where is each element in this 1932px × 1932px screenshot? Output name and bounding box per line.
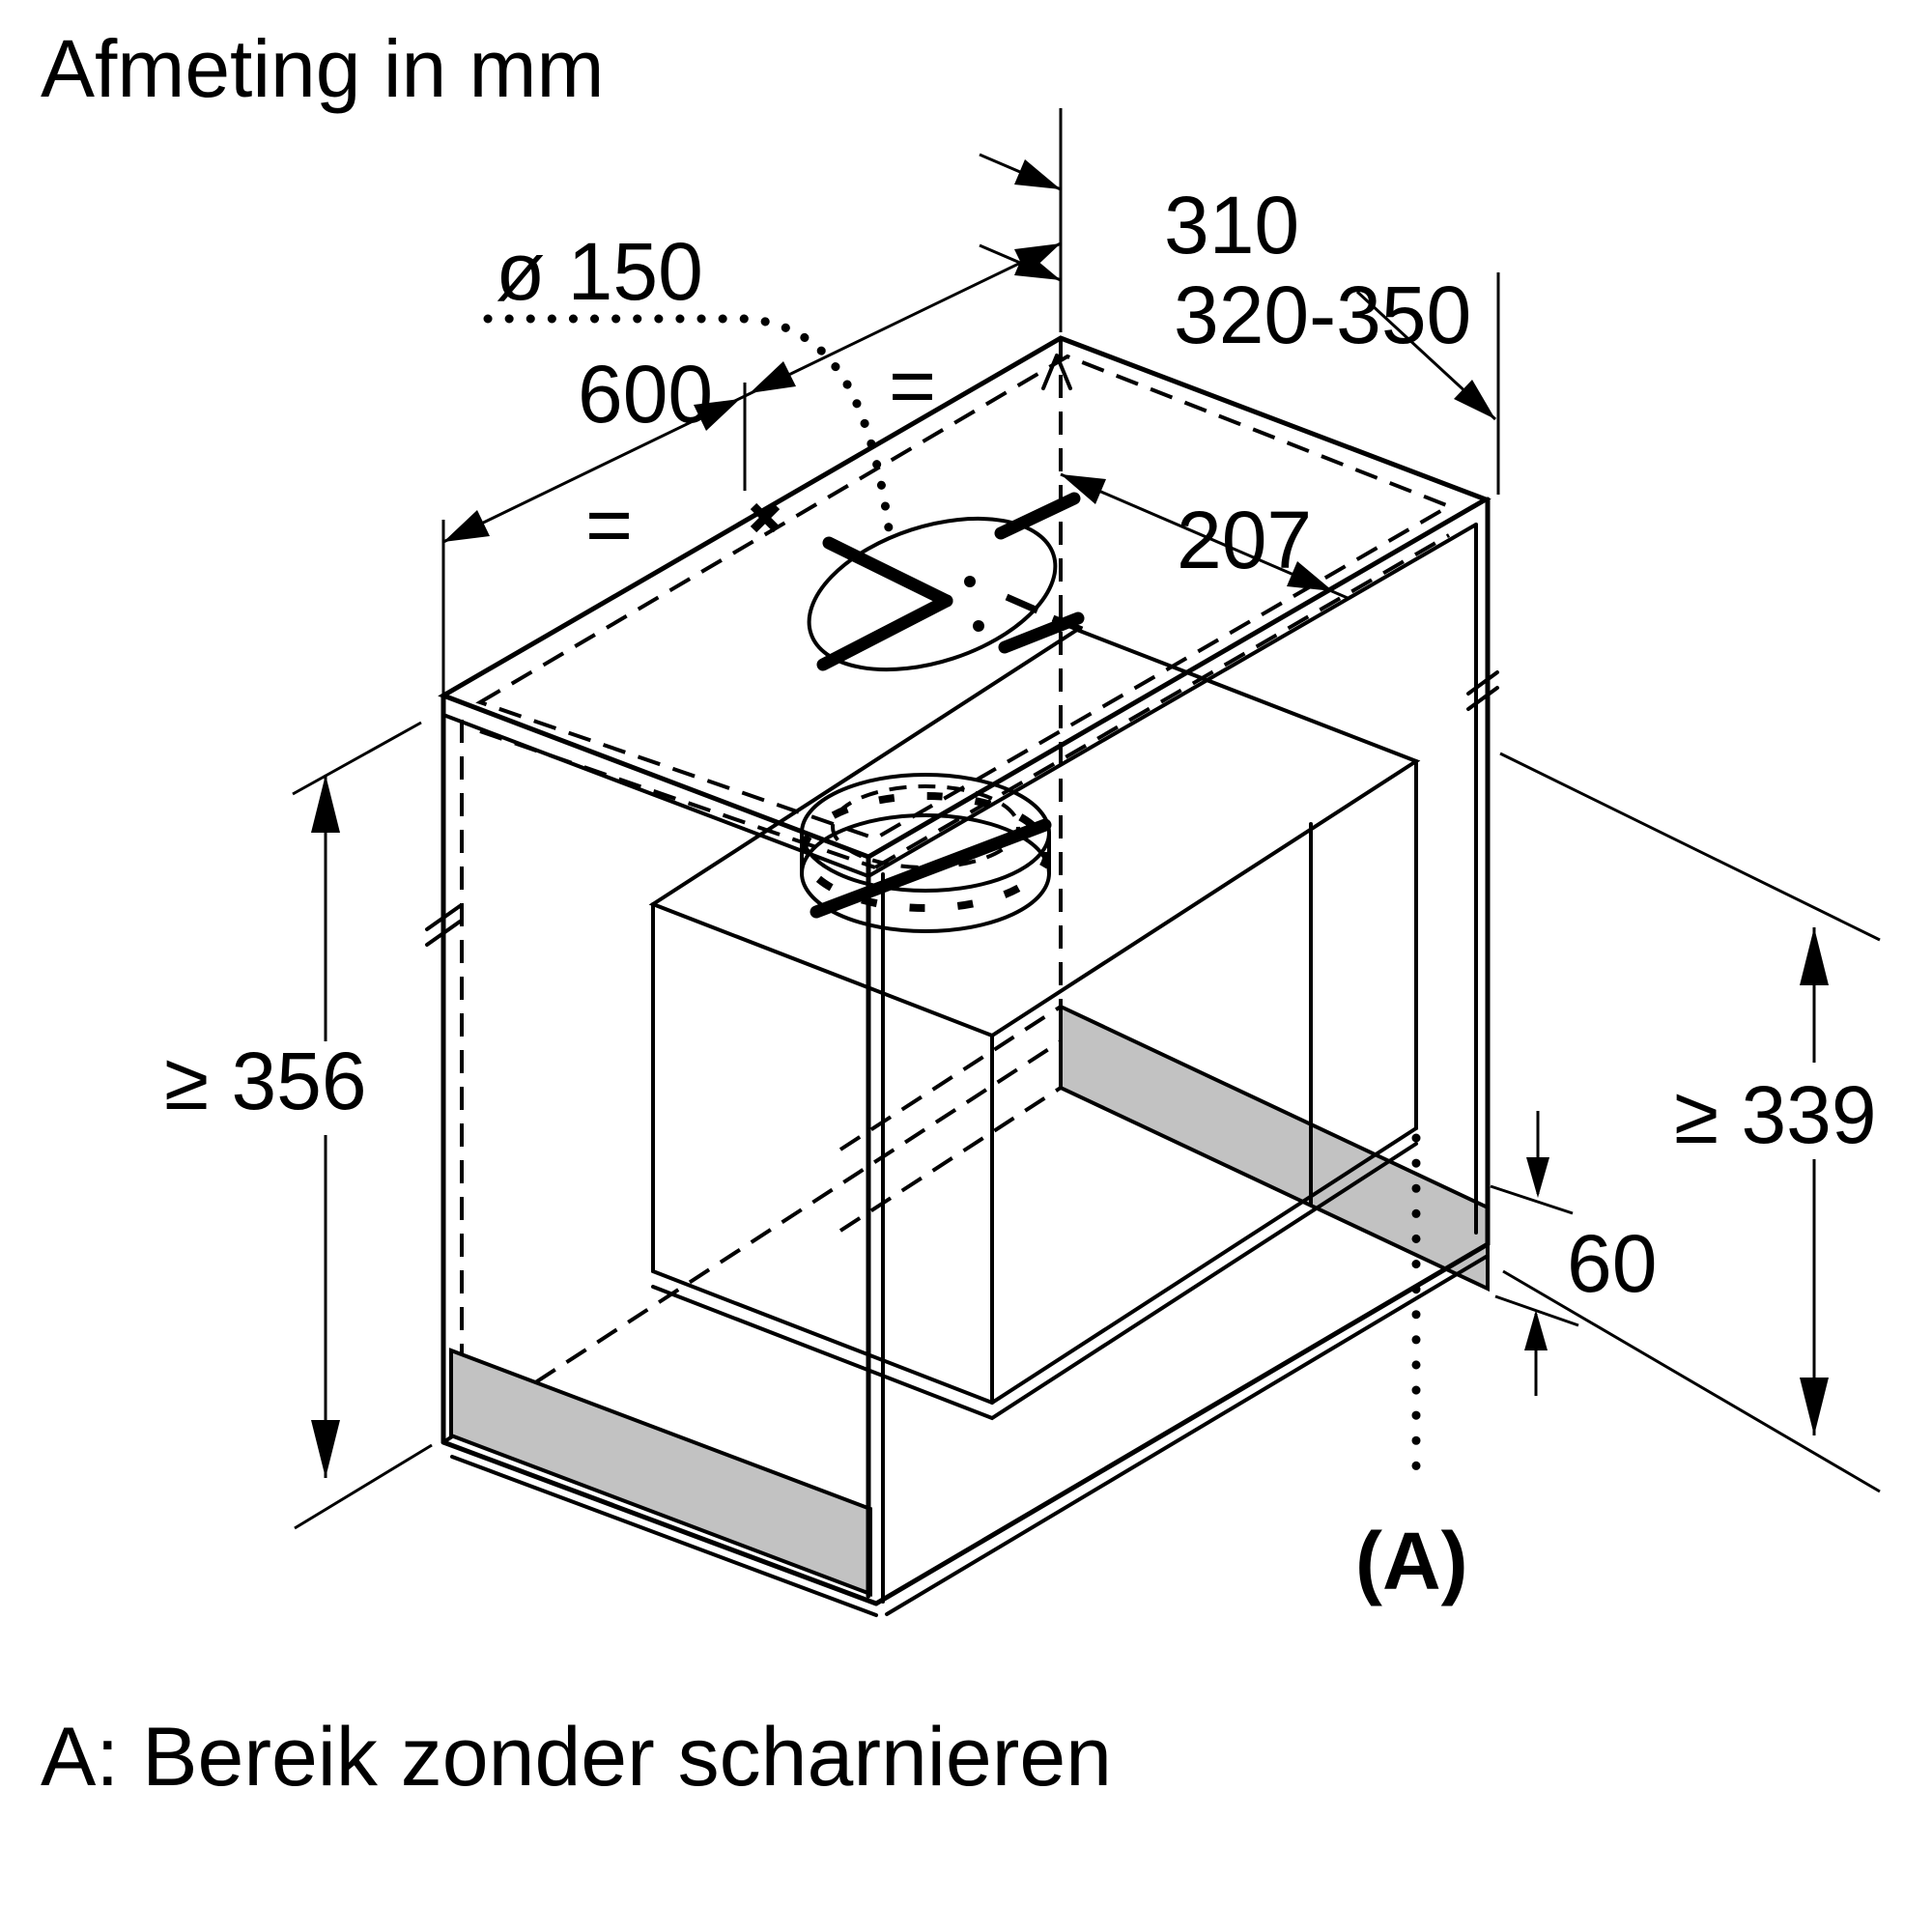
dim-width-600: 600 = = <box>441 108 1063 709</box>
hood-body <box>648 627 1421 1421</box>
dim-depth-range: 320-350 <box>979 243 1500 495</box>
label-equal-right: = <box>889 340 936 431</box>
rear-mounting-strip <box>1059 1003 1490 1293</box>
page-title: Afmeting in mm <box>41 23 605 114</box>
dotted-leader-line <box>483 314 895 548</box>
label-depth-310: 310 <box>1164 180 1299 270</box>
label-height-356: ≥ 356 <box>164 1036 367 1126</box>
dim-height-339: ≥ 339 <box>1499 752 1881 1493</box>
break-mark-left <box>425 904 462 947</box>
dim-strip-60: 60 <box>1490 1111 1657 1396</box>
cabinet-hidden-edges <box>441 338 1489 1444</box>
dim-offset-207: 207 <box>1060 472 1349 600</box>
dim-height-356: ≥ 356 <box>164 721 433 1530</box>
cabinet-wireframe <box>425 335 1499 1617</box>
hinge-area-marker: (A) <box>1355 1133 1468 1606</box>
footnote: A: Bereik zonder scharnieren <box>41 1711 1112 1804</box>
dim-depth-310: 310 <box>979 153 1299 270</box>
dim-diameter: ø 150 <box>483 226 895 548</box>
label-depth-range: 320-350 <box>1174 270 1471 360</box>
label-width-600: 600 <box>578 349 713 440</box>
label-offset-207: 207 <box>1177 495 1312 585</box>
label-diameter: ø 150 <box>496 226 703 317</box>
front-mounting-strip <box>449 1348 872 1597</box>
label-hinge-area: (A) <box>1355 1516 1468 1606</box>
label-equal-left: = <box>585 479 633 570</box>
cabinet-top-hole <box>750 492 1085 672</box>
label-strip-60: 60 <box>1567 1218 1657 1309</box>
center-cross-mark <box>750 502 781 533</box>
label-height-339: ≥ 339 <box>1674 1069 1877 1160</box>
break-mark-right <box>1466 670 1499 711</box>
